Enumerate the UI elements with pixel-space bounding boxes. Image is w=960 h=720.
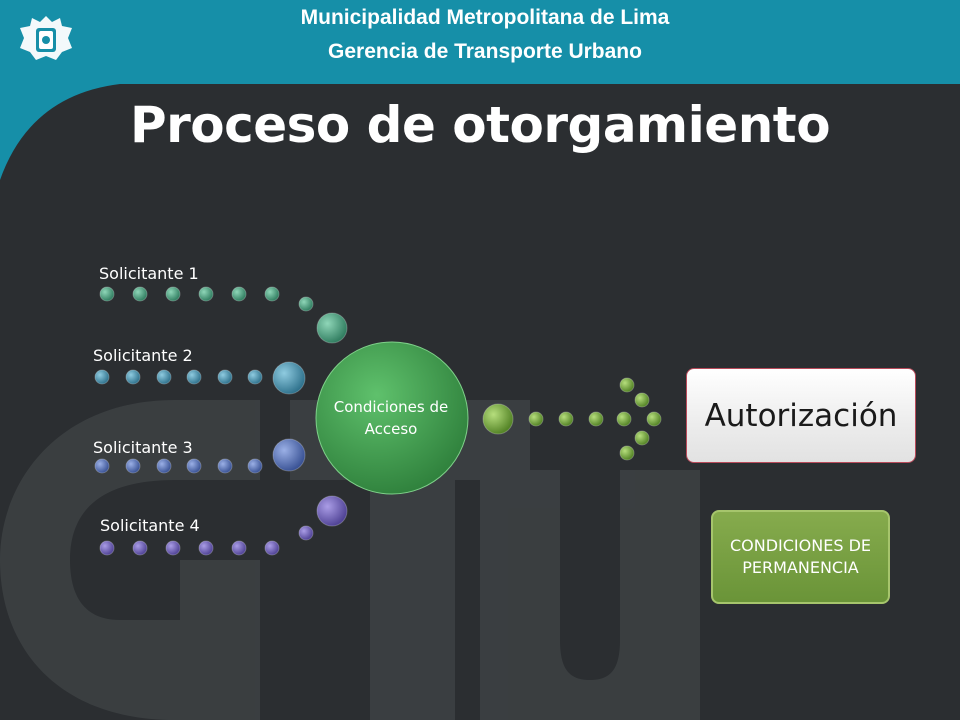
header-band bbox=[0, 0, 960, 180]
applicant-3-label: Solicitante 3 bbox=[93, 438, 193, 457]
watermark-gtu bbox=[0, 400, 700, 720]
header-department: Gerencia de Transporte Urbano bbox=[328, 40, 642, 63]
chains bbox=[94, 286, 662, 556]
applicant-2-bead bbox=[247, 369, 263, 385]
applicant-3-bead bbox=[156, 458, 172, 474]
applicant-2-label: Solicitante 2 bbox=[93, 346, 193, 365]
applicant-2-bead bbox=[272, 361, 306, 395]
applicant-4-label: Solicitante 4 bbox=[100, 516, 200, 535]
arrowhead-bead bbox=[619, 445, 635, 461]
page-title: Proceso de otorgamiento bbox=[129, 96, 831, 154]
applicant-4-bead bbox=[132, 540, 148, 556]
output-bead bbox=[482, 403, 514, 435]
applicant-1-bead bbox=[99, 286, 115, 302]
applicant-2-bead bbox=[186, 369, 202, 385]
arrowhead-bead bbox=[634, 430, 650, 446]
applicant-3-bead bbox=[186, 458, 202, 474]
output-bead bbox=[616, 411, 632, 427]
autorizacion-box: Autorización bbox=[686, 368, 916, 463]
applicant-4-bead bbox=[316, 495, 348, 527]
applicant-4-bead bbox=[231, 540, 247, 556]
applicant-1-bead bbox=[298, 296, 314, 312]
applicant-3-bead bbox=[217, 458, 233, 474]
applicant-1-label: Solicitante 1 bbox=[99, 264, 199, 283]
output-bead bbox=[558, 411, 574, 427]
applicant-2-bead bbox=[125, 369, 141, 385]
applicant-4-bead bbox=[165, 540, 181, 556]
applicant-2-bead bbox=[217, 369, 233, 385]
output-bead bbox=[588, 411, 604, 427]
applicant-2-bead bbox=[94, 369, 110, 385]
applicant-1-bead bbox=[132, 286, 148, 302]
output-bead bbox=[646, 411, 662, 427]
applicant-4-bead bbox=[99, 540, 115, 556]
arrowhead-bead bbox=[619, 377, 635, 393]
applicant-3-bead bbox=[247, 458, 263, 474]
applicant-2-bead bbox=[156, 369, 172, 385]
condiciones-acceso-circle bbox=[315, 341, 469, 495]
applicant-3-bead bbox=[272, 438, 306, 472]
lima-coat-of-arms-icon bbox=[20, 16, 72, 60]
applicant-4-bead bbox=[264, 540, 280, 556]
applicant-1-bead bbox=[231, 286, 247, 302]
applicant-1-bead bbox=[264, 286, 280, 302]
applicant-3-bead bbox=[94, 458, 110, 474]
applicant-1-bead bbox=[198, 286, 214, 302]
applicant-1-bead bbox=[316, 312, 348, 344]
header-organization: Municipalidad Metropolitana de Lima bbox=[300, 6, 670, 29]
applicant-1-bead bbox=[165, 286, 181, 302]
applicant-3-bead bbox=[125, 458, 141, 474]
arrowhead-bead bbox=[634, 392, 650, 408]
applicant-4-bead bbox=[198, 540, 214, 556]
condiciones-permanencia-box: CONDICIONES DE PERMANENCIA bbox=[711, 510, 890, 604]
output-bead bbox=[528, 411, 544, 427]
condiciones-acceso-label: Condiciones de Acceso bbox=[333, 398, 449, 438]
applicant-4-bead bbox=[298, 525, 314, 541]
